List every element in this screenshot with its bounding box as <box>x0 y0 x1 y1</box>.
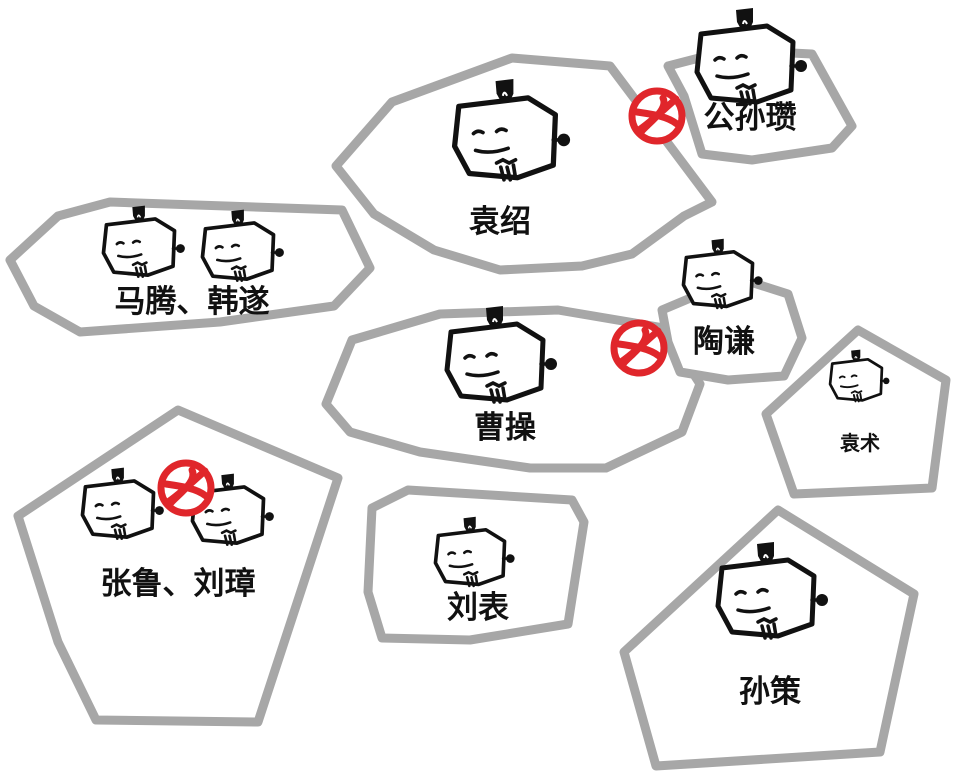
region-label-liubiao: 刘表 <box>447 590 509 626</box>
region-label-yuanshu: 袁术 <box>839 431 880 455</box>
region-label-gongsunzan: 公孙瓒 <box>704 100 797 136</box>
region-label-mateng: 马腾、韩遂 <box>115 284 270 320</box>
region-label-caocao: 曹操 <box>474 410 536 446</box>
region-label-zhanglu: 张鲁、刘璋 <box>101 566 256 602</box>
warlord-head-icon <box>681 237 765 310</box>
red-cross-circle-icon <box>614 323 664 373</box>
region-liubiao: 刘表 <box>363 485 589 645</box>
region-taoqian: 陶谦 <box>657 237 807 385</box>
region-sunce: 孙策 <box>619 505 919 771</box>
red-cross-circle-icon <box>632 91 682 141</box>
region-label-taoqian: 陶谦 <box>693 324 755 360</box>
red-cross-circle-icon <box>161 463 211 513</box>
region-caocao: 曹操 <box>321 306 705 473</box>
region-label-sunce: 孙策 <box>739 674 801 710</box>
region-zhanglu: 张鲁、刘璋 <box>13 405 343 727</box>
region-label-yuanshao: 袁绍 <box>469 204 531 240</box>
region-mateng: 马腾、韩遂 <box>5 197 375 337</box>
warlord-head-icon <box>697 8 807 104</box>
region-gongsunzan: 公孙瓒 <box>663 8 857 165</box>
region-yuanshao: 袁绍 <box>331 53 717 275</box>
region-yuanshu: 袁术 <box>761 325 951 499</box>
